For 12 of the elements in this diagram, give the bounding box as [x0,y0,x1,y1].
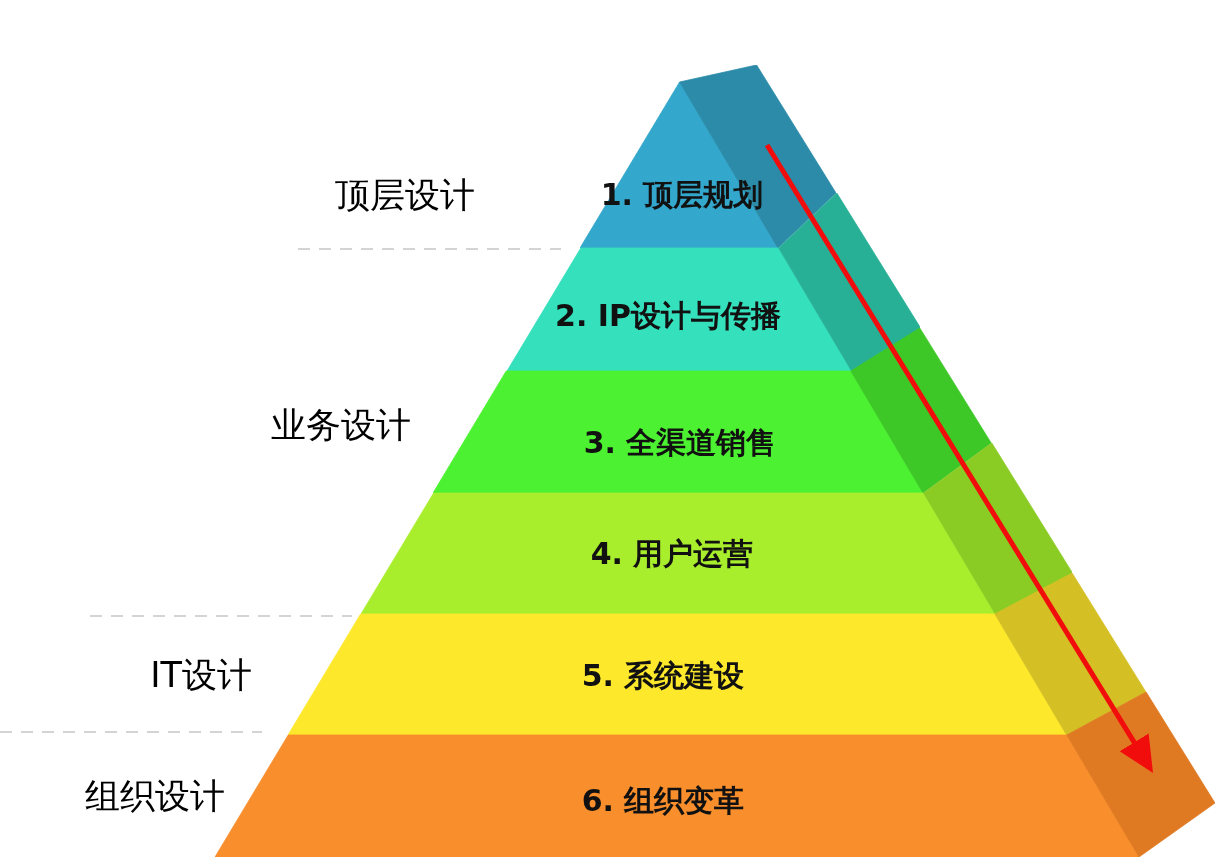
layer-title: 5. 系统建设 [581,658,745,692]
layer-title: 4. 用户运营 [590,536,754,570]
layer-title: 2. IP设计与传播 [555,298,781,332]
layer-title: 6. 组织变革 [581,783,745,817]
arrow [764,143,1153,773]
section-label: 业务设计 [271,405,411,445]
section-label: 顶层设计 [335,175,475,215]
section-label: IT设计 [150,655,252,695]
section-label: 组织设计 [85,776,225,816]
layer-title: 3. 全渠道销售 [583,425,777,459]
pyramid-layer [580,65,837,248]
pyramid-layer [288,573,1147,735]
